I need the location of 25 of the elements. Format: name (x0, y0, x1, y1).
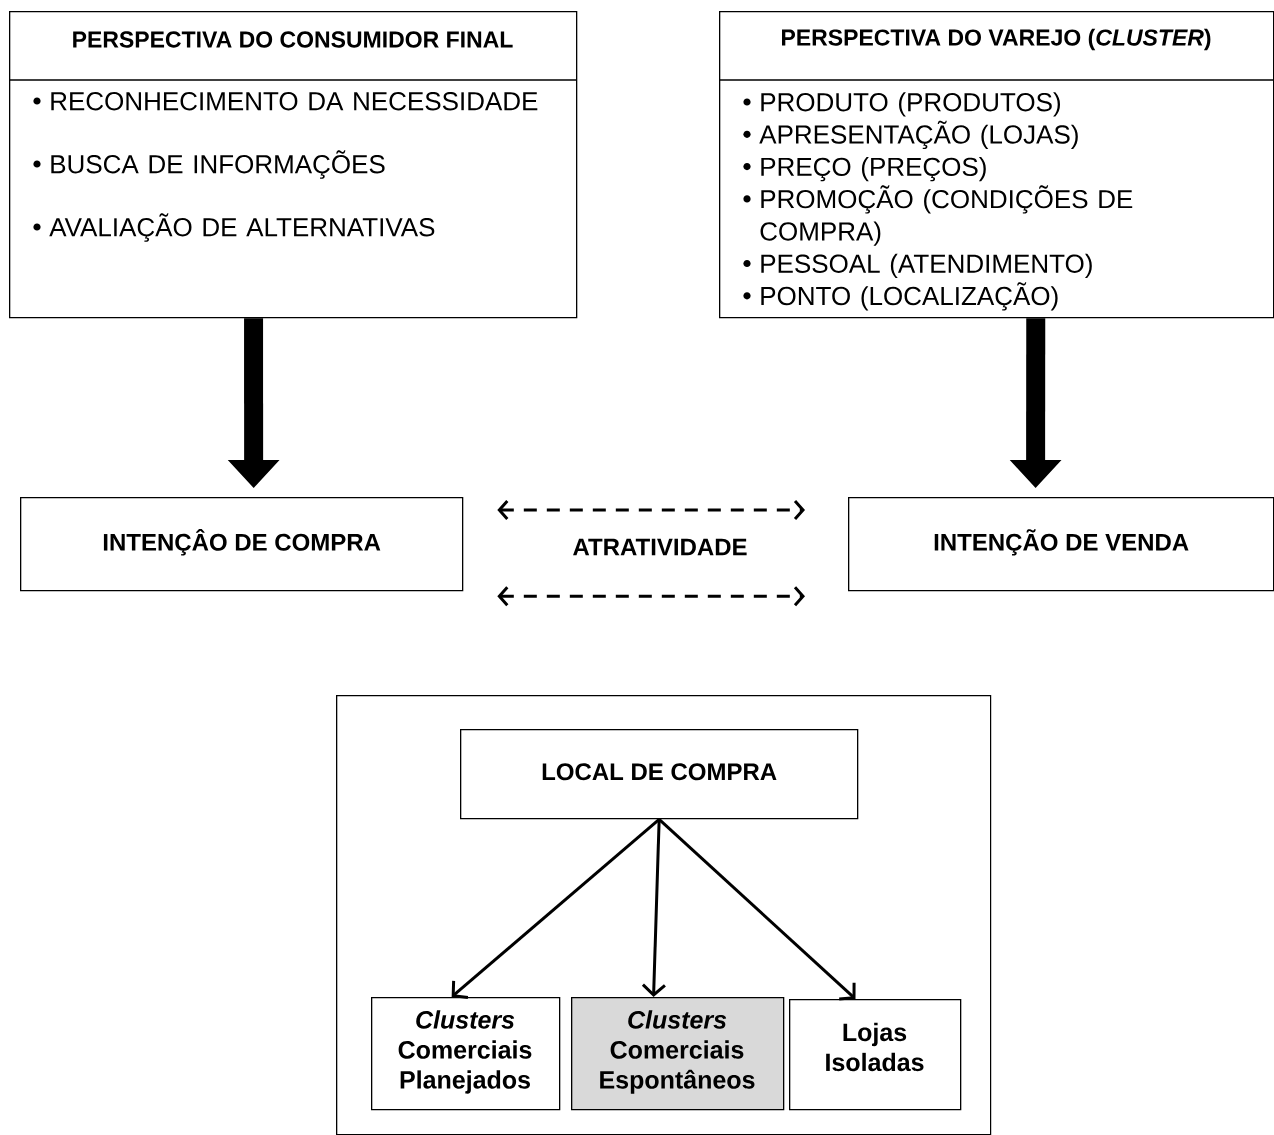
list-item: PROMOÇÃO (CONDIÇÕES DE COMPRA) (760, 185, 1133, 246)
text-box: INTENÇÃO DE VENDA (848, 497, 1274, 592)
box-heading: PERSPECTIVA DO CONSUMIDOR FINAL (73, 31, 513, 48)
text-box: INTENÇÂO DE COMPRA (20, 497, 464, 592)
arrow (641, 819, 666, 997)
list-item: PREÇO (PREÇOS) (761, 156, 986, 182)
list-item: PONTO (LOCALIZAÇÃO) (761, 282, 1058, 311)
category-box: Clusters Comerciais Planejados (371, 997, 561, 1111)
box-heading: PERSPECTIVA DO VAREJO (CLUSTER) (782, 28, 1211, 51)
perspective-box (8, 11, 578, 319)
list-item: AVALIAÇÃO DE ALTERNATIVAS (49, 213, 435, 242)
dashed-arrow (497, 586, 805, 607)
category-box: Lojas Isoladas (789, 999, 962, 1111)
arrow (658, 818, 856, 1001)
category-box: Clusters Comerciais Espontâneos (571, 997, 785, 1111)
list-item: PESSOAL (ATENDIMENTO) (761, 253, 1092, 279)
list-item: RECONHECIMENTO DA NECESSIDADE (51, 92, 538, 111)
text-box: LOCAL DE COMPRA (460, 729, 859, 820)
list-item: BUSCA DE INFORMAÇÕES (51, 150, 385, 179)
perspective-box (718, 11, 1274, 319)
list-item: APRESENTAÇÃO (LOJAS) (759, 120, 1078, 149)
arrow (451, 818, 661, 1000)
dashed-arrow (497, 500, 805, 520)
relation-label: ATRATIVIDADE (573, 538, 747, 556)
list-item: PRODUTO (PRODUTOS) (761, 92, 1060, 117)
